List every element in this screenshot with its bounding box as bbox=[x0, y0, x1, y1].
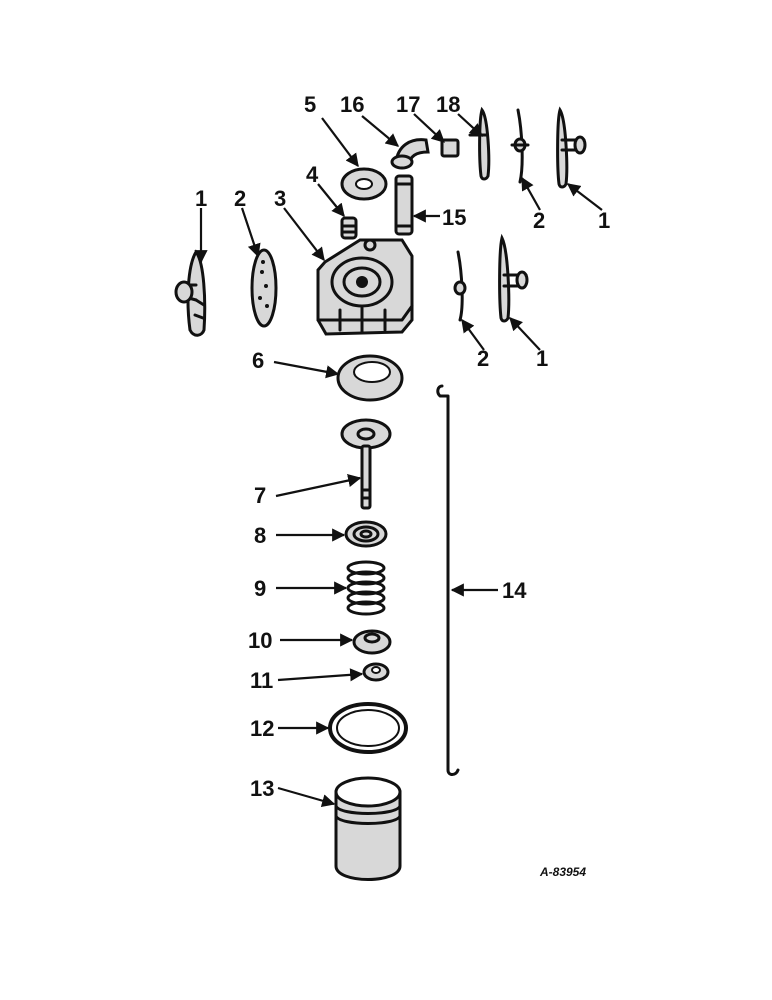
part-1-lower-end-plate bbox=[498, 233, 529, 323]
callout-18: 18 bbox=[436, 92, 460, 117]
figure-id: A-83954 bbox=[539, 865, 586, 879]
part-17-plug bbox=[440, 138, 460, 158]
callout-17: 17 bbox=[396, 92, 420, 117]
callout-4: 4 bbox=[306, 162, 319, 187]
part-13-bowl bbox=[334, 776, 402, 881]
callout-2-lower-right: 2 bbox=[477, 346, 489, 371]
part-9-spring bbox=[346, 560, 386, 616]
callout-3: 3 bbox=[274, 186, 286, 211]
callout-2-left: 2 bbox=[234, 186, 246, 211]
part-1-left-end-plate bbox=[174, 249, 207, 337]
part-18-plate bbox=[468, 106, 491, 181]
part-16-elbow bbox=[390, 138, 430, 170]
callout-11: 11 bbox=[250, 668, 273, 693]
part-11-nut bbox=[362, 662, 390, 682]
callout-14: 14 bbox=[502, 578, 527, 603]
part-2-lower-gasket bbox=[453, 250, 467, 322]
part-5-washer bbox=[340, 167, 388, 201]
callout-15: 15 bbox=[442, 205, 466, 230]
callout-16: 16 bbox=[340, 92, 364, 117]
part-7-valve-stem bbox=[340, 418, 392, 510]
callout-2-upper-right: 2 bbox=[533, 208, 545, 233]
part-14-rod bbox=[436, 384, 460, 776]
callout-13: 13 bbox=[250, 776, 274, 801]
callout-7: 7 bbox=[254, 483, 266, 508]
part-1-upper-end-plate bbox=[556, 106, 587, 189]
callout-10: 10 bbox=[248, 628, 272, 653]
callout-1-lower-right: 1 bbox=[536, 346, 548, 371]
part-15-pipe bbox=[394, 174, 414, 236]
leader-lines bbox=[194, 113, 603, 808]
part-2-left-gasket bbox=[250, 248, 278, 328]
part-6-cup bbox=[336, 354, 404, 402]
part-4-fitting bbox=[340, 216, 358, 240]
callout-8: 8 bbox=[254, 523, 266, 548]
part-10-seat bbox=[352, 629, 392, 655]
callout-9: 9 bbox=[254, 576, 266, 601]
part-3-body bbox=[316, 238, 414, 336]
callout-1-upper-right: 1 bbox=[598, 208, 610, 233]
part-2-upper-gasket bbox=[510, 108, 530, 184]
part-12-ring-gasket bbox=[328, 702, 408, 754]
callout-12: 12 bbox=[250, 716, 274, 741]
callout-5: 5 bbox=[304, 92, 316, 117]
part-8-retainer bbox=[344, 520, 388, 548]
callout-1-left: 1 bbox=[195, 186, 207, 211]
callout-6: 6 bbox=[252, 348, 264, 373]
